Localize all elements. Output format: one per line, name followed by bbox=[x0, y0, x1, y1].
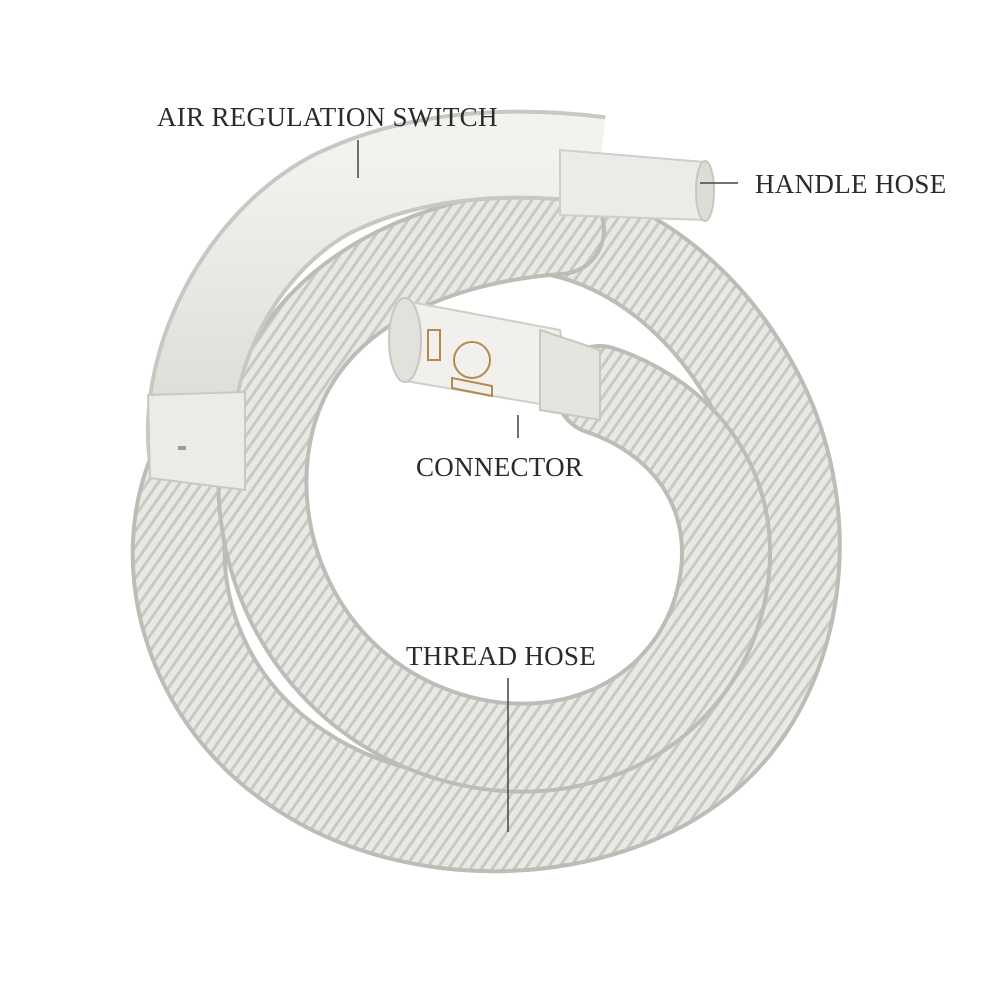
connector-label: CONNECTOR bbox=[416, 452, 584, 482]
air-regulation-switch-label: AIR REGULATION SWITCH bbox=[157, 102, 498, 132]
handle-hose-label: HANDLE HOSE bbox=[755, 169, 947, 199]
thread-hose-label: THREAD HOSE bbox=[406, 641, 597, 671]
thread-hose bbox=[130, 182, 842, 874]
handle-hose bbox=[146, 109, 715, 492]
connector bbox=[388, 297, 601, 422]
